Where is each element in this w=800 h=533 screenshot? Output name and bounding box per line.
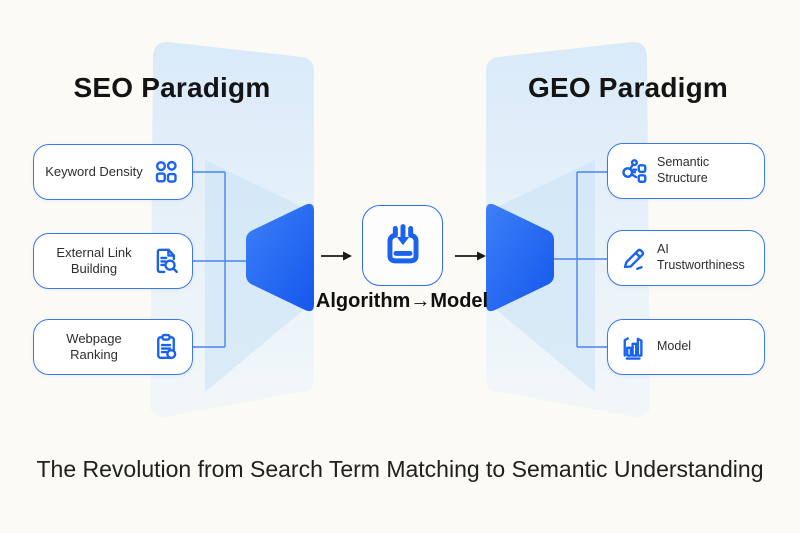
geo-connector-lines <box>553 171 607 348</box>
geo-funnel-shape <box>486 203 554 312</box>
download-tray-icon <box>386 223 419 263</box>
seo-item-external-link-building: External Link Building <box>33 233 193 289</box>
geo-item-label: Semantic Structure <box>657 155 710 185</box>
caption-text: The Revolution from Search Term Matching… <box>36 456 764 482</box>
pen-icon <box>623 248 645 270</box>
geo-item-model: Model <box>607 319 765 375</box>
geo-item-semantic-structure: Semantic Structure <box>607 143 765 199</box>
flow-arrow-right <box>455 251 486 261</box>
geo-item-label: Model <box>657 339 692 354</box>
seo-item-webpage-ranking: Webpage Ranking <box>33 319 193 375</box>
seo-item-label: Keyword Density <box>45 163 143 179</box>
seo-connector-lines <box>193 171 247 348</box>
seo-paradigm-title: SEO Paradigm <box>73 72 271 103</box>
geo-paradigm-title: GEO Paradigm <box>527 72 728 103</box>
seo-item-keyword-density: Keyword Density <box>33 144 193 200</box>
algorithm-to-model-node <box>362 205 443 286</box>
bar-chart-icon <box>623 337 643 360</box>
algorithm-to-model-label: Algorithm→Model <box>315 290 489 312</box>
seo-item-label: External Link Building <box>56 244 132 276</box>
seo-item-label: Webpage Ranking <box>66 330 122 362</box>
grid-category-icon <box>155 160 177 183</box>
flow-arrow-left <box>321 251 352 261</box>
workflow-nodes-icon <box>622 159 647 183</box>
seo-funnel-shape <box>246 203 314 312</box>
document-search-icon <box>156 248 178 274</box>
geo-item-label: AI Trustworthiness <box>657 242 745 272</box>
geo-item-ai-trustworthiness: AI Trustworthiness <box>607 230 765 286</box>
clipboard-list-icon <box>157 333 177 360</box>
